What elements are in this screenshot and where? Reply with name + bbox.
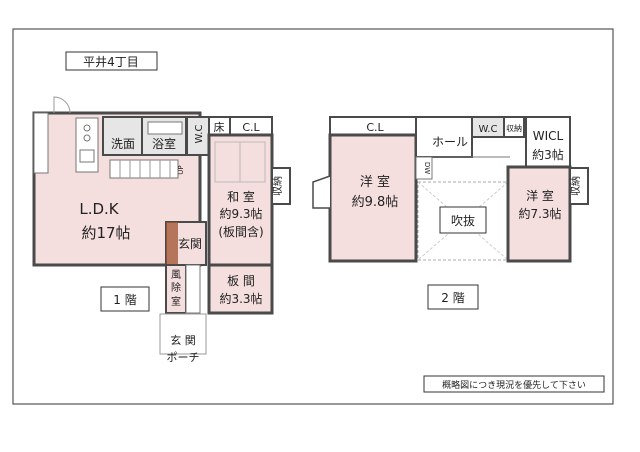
storage-room (271, 167, 291, 205)
wc-label: W.C (194, 125, 205, 144)
itama-size: 約3.3帖 (219, 291, 262, 306)
washitsu-size: 約9.3帖 (219, 206, 262, 221)
f2-storage-small (503, 116, 525, 138)
svg-text:室: 室 (171, 295, 181, 308)
bay-window (312, 175, 331, 209)
f2-hall (415, 116, 473, 158)
kitchen-counter (33, 112, 49, 174)
floor1-label: 1 階 (113, 292, 136, 307)
wash-room (102, 116, 143, 156)
ldk-size: 約17帖 (81, 224, 130, 242)
f2-wc-label: W.C (479, 124, 498, 135)
sink-icon (79, 149, 95, 163)
f2-fukinuke-label: 吹抜 (451, 214, 475, 228)
windbreak-label: 風 (171, 269, 181, 281)
f2-yoshitsu2-room (506, 165, 572, 263)
storage-label: 収納 (271, 176, 284, 196)
floor1-plan: 洗面 浴室 W.C UP 床 C.L 和 室 約9.3帖 (板間含) (32, 96, 291, 364)
porch-bottom-label: ポーチ (167, 351, 200, 364)
kitchen-island (75, 117, 99, 173)
f2-wicl-name: WICL (533, 129, 564, 143)
floor2-plan: C.L 洋 室 約9.8帖 ホール W.C 収納 DW 吹抜 WICL 約3帖 … (312, 116, 589, 263)
f2-storage-small-label: 収納 (506, 123, 522, 133)
f2-closet-label: C.L (366, 121, 384, 134)
f2-yoshitsu1-size: 約9.8帖 (352, 195, 399, 210)
washitsu-note: (板間含) (218, 224, 263, 239)
floor1-label-box (100, 286, 150, 312)
floor2-label-box (427, 284, 479, 310)
f2-wicl (525, 116, 571, 168)
outer-frame (12, 28, 614, 405)
ldk-name: L.D.K (79, 200, 119, 218)
washitsu-name: 和 室 (227, 189, 255, 204)
title: 平井4丁目 (83, 55, 139, 69)
note-box (423, 375, 605, 393)
toko-label: 床 (214, 120, 225, 134)
f2-hall-label: ホール (432, 135, 468, 149)
note: 概略図につき現況を優先して下さい (442, 379, 586, 391)
itama-room (207, 263, 274, 315)
f2-yoshitsu2-name: 洋 室 (526, 188, 554, 203)
windbreak-char: 風 (171, 269, 181, 281)
genkan-label: 玄関 (178, 236, 202, 251)
f2-yoshitsu2-size: 約7.3帖 (518, 206, 561, 221)
f2-wicl-size: 約3帖 (532, 147, 564, 162)
porch (159, 313, 207, 355)
f2-storage-label: 収納 (569, 176, 582, 196)
bathtub (147, 121, 183, 135)
f2-fukinuke-box (439, 206, 487, 234)
shoe-box (166, 222, 178, 265)
itama-name: 板 間 (227, 274, 255, 288)
stove-icon (83, 134, 91, 142)
f2-storage (569, 167, 589, 205)
stove-icon (83, 124, 91, 132)
f2-dw-label: DW (423, 162, 431, 174)
f2-yoshitsu1-name: 洋 室 (360, 174, 390, 190)
stairs-up-label: UP (177, 165, 185, 174)
closet-small (185, 264, 201, 314)
closet-label: C.L (242, 121, 260, 134)
f2-yoshitsu1-room (328, 133, 418, 263)
stairs (109, 159, 179, 179)
door-arc (53, 96, 71, 114)
f2-stairs (415, 156, 433, 180)
bath-label: 浴室 (152, 136, 176, 151)
wash-label: 洗面 (111, 137, 135, 151)
floor2-label: 2 階 (441, 290, 464, 305)
f2-fukinuke (417, 181, 509, 261)
svg-text:除: 除 (171, 281, 181, 294)
porch-top-label: 玄 関 (170, 333, 196, 347)
title-box (65, 51, 158, 71)
